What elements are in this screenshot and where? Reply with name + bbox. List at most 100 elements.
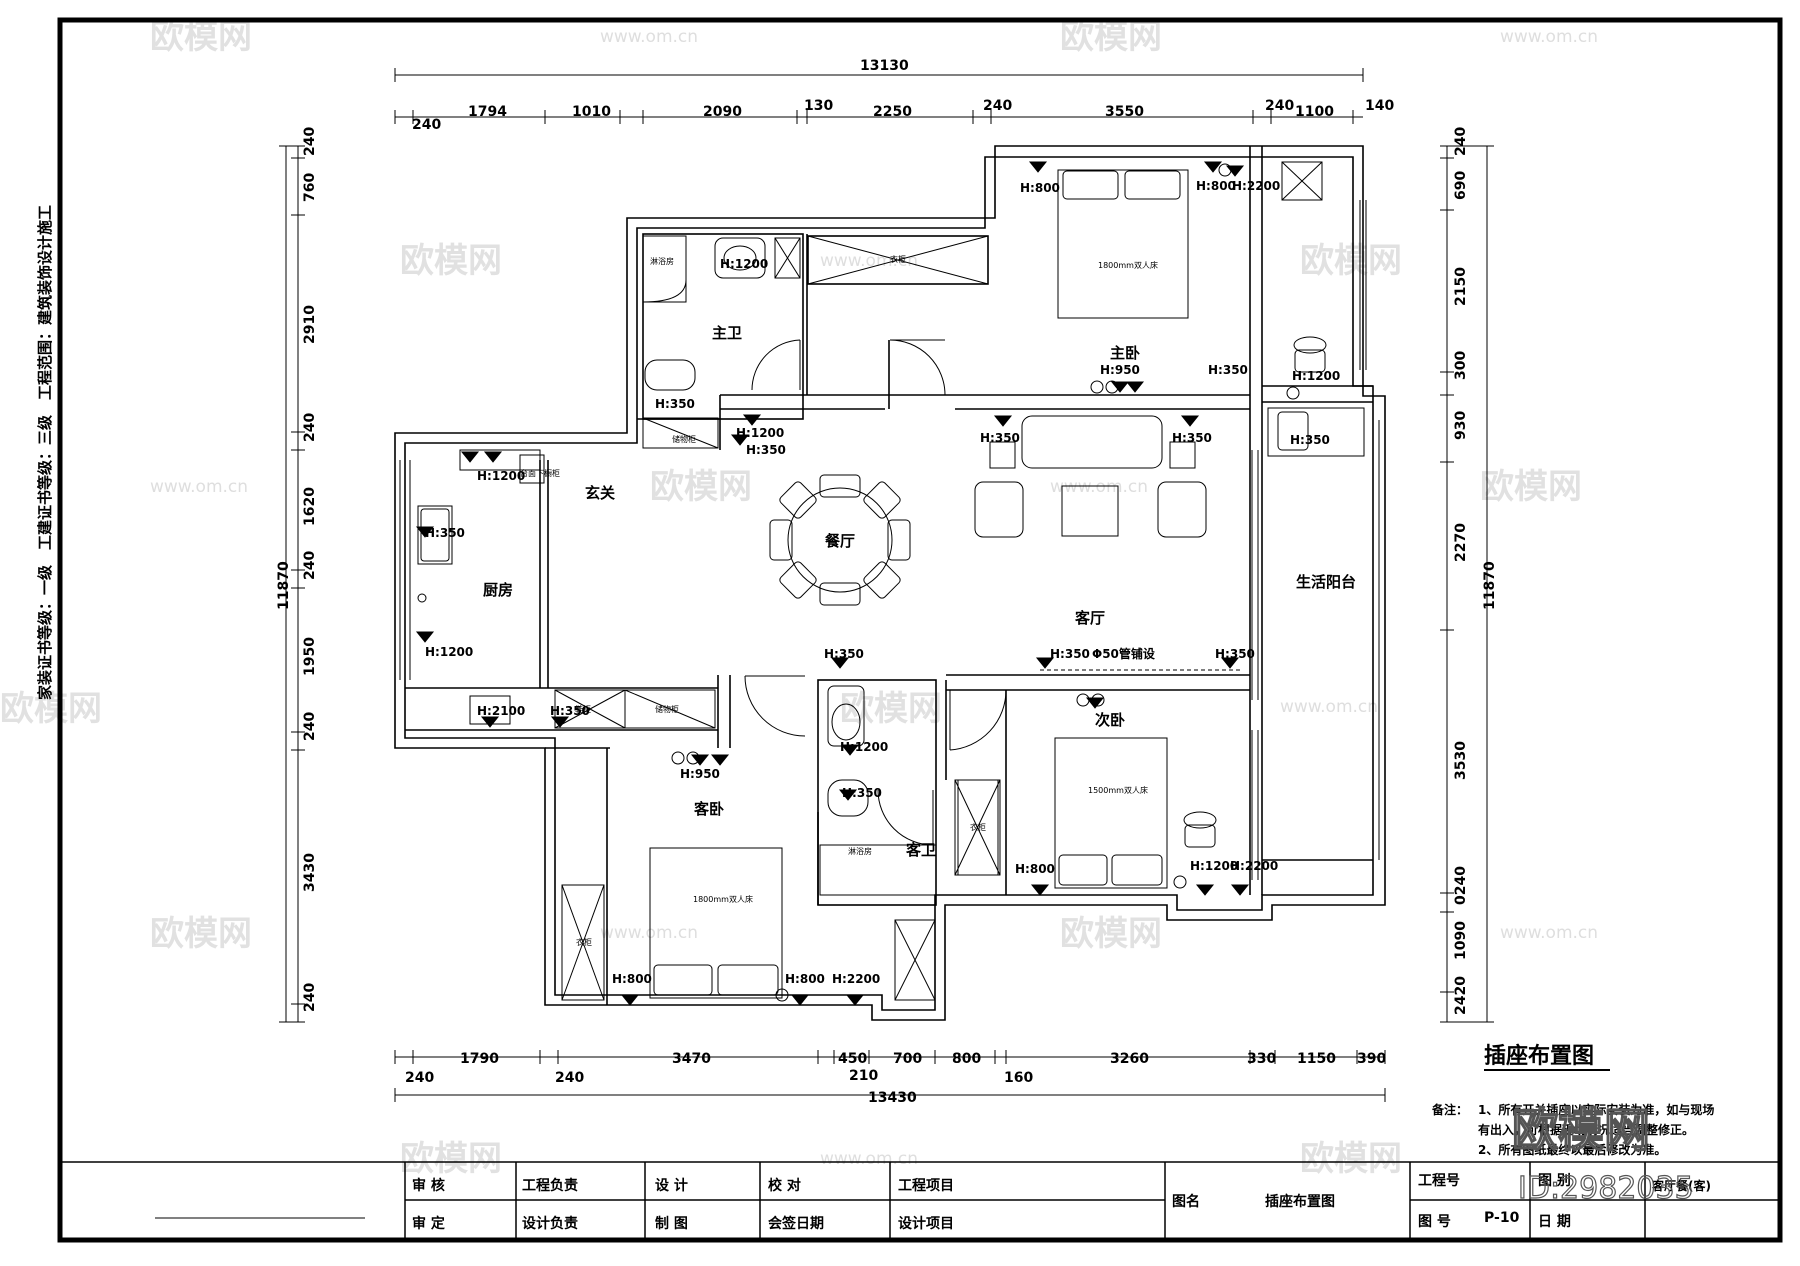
dim-bottom-seg: 800 bbox=[952, 1051, 981, 1067]
socket-height: H:800 bbox=[785, 972, 825, 986]
watermark-url: www.om.cn bbox=[600, 923, 698, 943]
watermark-url: www.om.cn bbox=[1280, 697, 1378, 717]
socket-height: H:2200 bbox=[1230, 859, 1278, 873]
watermark-brand: 欧模网 bbox=[650, 467, 752, 507]
dim-top-seg: 1100 bbox=[1295, 104, 1334, 120]
dim-left-total: 11870 bbox=[276, 561, 292, 610]
socket-height: H:1200 bbox=[477, 469, 525, 483]
tb-cell: 制 图 bbox=[655, 1215, 688, 1232]
windows bbox=[399, 200, 1380, 880]
dim-bottom-seg: 700 bbox=[893, 1051, 922, 1067]
socket-height: H:800 bbox=[1196, 179, 1236, 193]
watermark-brand: 欧模网 bbox=[1300, 241, 1402, 281]
socket-height: H:350 bbox=[1215, 647, 1255, 661]
dim-right-seg: 2270 bbox=[1453, 523, 1469, 562]
second-bed bbox=[1054, 737, 1168, 889]
dim-left-seg: 760 bbox=[302, 173, 318, 202]
title-block bbox=[60, 1161, 1780, 1240]
dim-right-seg: 0240 bbox=[1453, 866, 1469, 905]
socket-height: H:950 bbox=[680, 767, 720, 781]
dim-right-seg: 300 bbox=[1453, 351, 1469, 380]
tb-cell: 工程负责 bbox=[522, 1177, 578, 1194]
dimensions-right bbox=[1440, 145, 1494, 1023]
dimensions-bottom bbox=[394, 1050, 1386, 1102]
room-guest-bath: 客卫 bbox=[905, 841, 936, 859]
dim-left-seg: 1620 bbox=[302, 487, 318, 526]
dimensions-top bbox=[394, 68, 1364, 124]
dim-right-seg: 1090 bbox=[1453, 921, 1469, 960]
tb-cell: 工程项目 bbox=[898, 1178, 954, 1194]
socket-height: H:350 bbox=[1050, 647, 1090, 661]
socket-height: H:1200 bbox=[1292, 369, 1340, 383]
dim-bottom-seg: 330 bbox=[1247, 1051, 1276, 1067]
watermark-id: ID:2982035 bbox=[1518, 1171, 1694, 1206]
note-line: 2、所有图纸最终以最后修改为准。 bbox=[1478, 1142, 1666, 1157]
tb-cell: 会签日期 bbox=[768, 1215, 824, 1232]
watermark-brand: 欧模网 bbox=[0, 689, 102, 729]
dim-bottom-sub: 160 bbox=[1004, 1070, 1033, 1086]
tb-drawing-no-value: P-10 bbox=[1484, 1210, 1520, 1226]
dim-top-seg: 1794 bbox=[468, 104, 507, 120]
note-line: 有出入，可根据现场情况适当调整修正。 bbox=[1478, 1122, 1694, 1137]
watermark-brand: 欧模网 bbox=[400, 1139, 502, 1179]
side-credential-note: 家装证书等级：一级 工建证书等级：三级 工程范围：建筑装饰设计施工 bbox=[36, 205, 54, 700]
dim-bottom-seg: 3470 bbox=[672, 1051, 711, 1067]
dim-bottom-seg: 1790 bbox=[460, 1051, 499, 1067]
tb-cell: 审 定 bbox=[412, 1215, 445, 1232]
socket-markers bbox=[415, 161, 1250, 1006]
watermark-url: www.om.cn bbox=[1500, 923, 1598, 943]
dim-right-seg: 3530 bbox=[1453, 741, 1469, 780]
socket-height: H:350 bbox=[746, 443, 786, 457]
room-foyer: 玄关 bbox=[585, 484, 615, 502]
socket-height: H:350 bbox=[550, 704, 590, 718]
socket-height: H:2200 bbox=[1232, 179, 1280, 193]
tb-cell: 设计项目 bbox=[898, 1215, 954, 1232]
shower-label: 淋浴房 bbox=[650, 256, 674, 266]
dim-top-seg: 130 bbox=[804, 98, 833, 114]
socket-height: H:2200 bbox=[832, 972, 880, 986]
room-dining: 餐厅 bbox=[825, 532, 855, 550]
watermark-brand: 欧模网 bbox=[1060, 17, 1162, 57]
socket-height: H:350 bbox=[1208, 363, 1248, 377]
dimensions-left bbox=[279, 145, 305, 1023]
pipe-note: Φ50管铺设 bbox=[1092, 646, 1156, 661]
dim-left-seg: 240 bbox=[302, 127, 318, 156]
socket-height: H:2100 bbox=[477, 704, 525, 718]
socket-height: H:1200 bbox=[840, 740, 888, 754]
tv-markers bbox=[671, 163, 1300, 1002]
storage-label: 储物柜 bbox=[655, 704, 679, 714]
dim-top-seg: 240 bbox=[412, 117, 441, 133]
watermark-url: www.om.cn bbox=[820, 1149, 918, 1169]
storage-label: 储物柜 bbox=[672, 434, 696, 444]
guest-bed bbox=[649, 847, 783, 999]
socket-height: H:800 bbox=[1015, 862, 1055, 876]
socket-height: H:350 bbox=[425, 526, 465, 540]
dim-left-seg: 3430 bbox=[302, 853, 318, 892]
tb-drawing-name-label: 图名 bbox=[1172, 1193, 1200, 1210]
dim-bottom-sub: 240 bbox=[405, 1070, 434, 1086]
dim-top-seg: 3550 bbox=[1105, 104, 1144, 120]
notes-label: 备注： bbox=[1431, 1102, 1468, 1117]
dim-bottom-seg: 1150 bbox=[1297, 1051, 1336, 1067]
watermark-brand: 欧模网 bbox=[1300, 1139, 1402, 1179]
dim-bottom-seg: 390 bbox=[1357, 1051, 1386, 1067]
sofa bbox=[1021, 415, 1163, 469]
watermark-big-brand: 欧模网 bbox=[1512, 1103, 1650, 1157]
dim-left-seg: 2910 bbox=[302, 305, 318, 344]
room-kitchen: 厨房 bbox=[483, 581, 513, 599]
dim-top-seg: 240 bbox=[1265, 98, 1294, 114]
tb-date: 日 期 bbox=[1538, 1214, 1571, 1230]
socket-height: H:350 bbox=[842, 786, 882, 800]
socket-height: H:1200 bbox=[736, 426, 784, 440]
dim-bottom-total: 13430 bbox=[868, 1090, 917, 1106]
dim-left-seg: 240 bbox=[302, 712, 318, 741]
socket-height: H:800 bbox=[1020, 181, 1060, 195]
watermark-brand: 欧模网 bbox=[150, 17, 252, 57]
dim-right-seg: 2420 bbox=[1453, 976, 1469, 1015]
shower-label: 淋浴房 bbox=[848, 846, 872, 856]
socket-height: H:1200 bbox=[720, 257, 768, 271]
dim-bottom-sub: 210 bbox=[849, 1068, 878, 1084]
dim-left-seg: 240 bbox=[302, 551, 318, 580]
bed-label: 1800mm双人床 bbox=[1098, 260, 1158, 270]
